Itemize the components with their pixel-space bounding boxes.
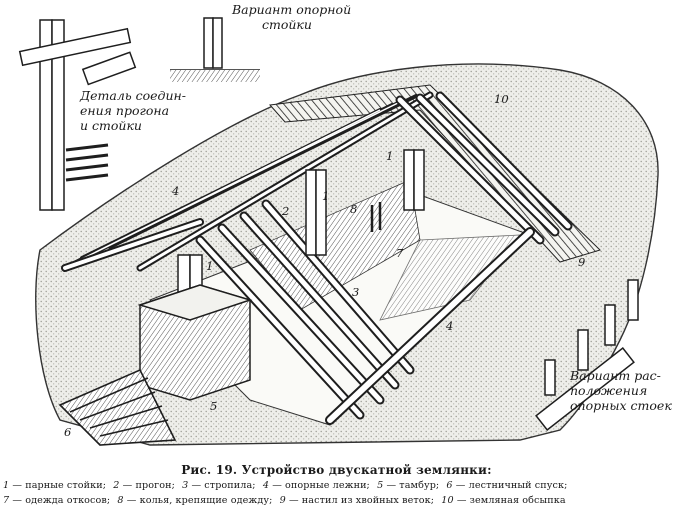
support-layout-inset	[535, 279, 639, 432]
num-5: 5	[210, 399, 217, 413]
num-6: 6	[64, 425, 71, 439]
legend-item-9: 9 — настил из хвойных веток;	[279, 495, 435, 506]
slope-revetment-right	[379, 234, 521, 321]
support-variant-label-2: стойки	[262, 17, 312, 32]
joint-detail-label-3: и стойки	[80, 118, 142, 133]
legend-item-7: 7 — одежда откосов;	[3, 495, 111, 506]
support-layout-label-1: Вариант рас-	[569, 368, 661, 383]
support-variant-inset	[170, 17, 260, 82]
legend-item-4: 4 — опорные лежни;	[262, 480, 370, 491]
support-variant-label-1: Вариант опорной	[231, 2, 351, 17]
bough-covering	[268, 84, 601, 263]
legend-item-5: 5 — тамбур;	[377, 480, 440, 491]
num-7: 7	[396, 246, 404, 260]
num-2: 2	[281, 204, 289, 218]
legend-item-1: 1 — парные стойки;	[3, 480, 107, 491]
caption-title: Устройство двускатной землянки:	[241, 463, 492, 477]
num-1b: 1	[322, 189, 329, 203]
caption-prefix: Рис. 19.	[181, 463, 238, 477]
legend-item-3: 3 — стропила;	[182, 480, 256, 491]
legend-line-1: 1 — парные стойки; 2 — прогон; 3 — строп…	[3, 480, 670, 491]
num-4a: 4	[171, 184, 179, 198]
rafters	[195, 91, 573, 420]
num-1a: 1	[206, 259, 213, 273]
num-9: 9	[578, 255, 585, 269]
sill-logs	[61, 218, 535, 425]
joint-detail-label-1: Деталь соедин-	[79, 88, 186, 103]
legend-item-10: 10 — земляная обсыпка	[441, 495, 566, 506]
joint-detail-inset	[18, 19, 137, 211]
inset-labels: Вариант опорной стойки Деталь соедин- ен…	[79, 2, 672, 413]
num-4b: 4	[445, 319, 453, 333]
num-3: 3	[352, 285, 359, 299]
part-numbers: 1 1 1 2 3 4 4 5 6 7 8 9 10	[64, 92, 585, 439]
num-1c: 1	[386, 149, 393, 163]
stakes	[370, 202, 382, 232]
support-layout-label-3: опорных стоек	[570, 398, 672, 413]
legend-item-8: 8 — колья, крепящие одежду;	[117, 495, 273, 506]
legend-item-6: 6 — лестничный спуск;	[446, 480, 568, 491]
stairway	[58, 368, 177, 446]
joint-detail-label-2: ения прогона	[80, 103, 169, 118]
support-layout-label-2: положения	[570, 383, 647, 398]
vestibule	[137, 284, 253, 401]
figure-caption: Рис. 19. Устройство двускатной землянки:	[0, 463, 673, 477]
legend-line-2: 7 — одежда откосов; 8 — колья, крепящие …	[3, 495, 670, 506]
num-8: 8	[350, 202, 357, 216]
num-10: 10	[494, 92, 509, 106]
legend-item-2: 2 — прогон;	[113, 480, 175, 491]
